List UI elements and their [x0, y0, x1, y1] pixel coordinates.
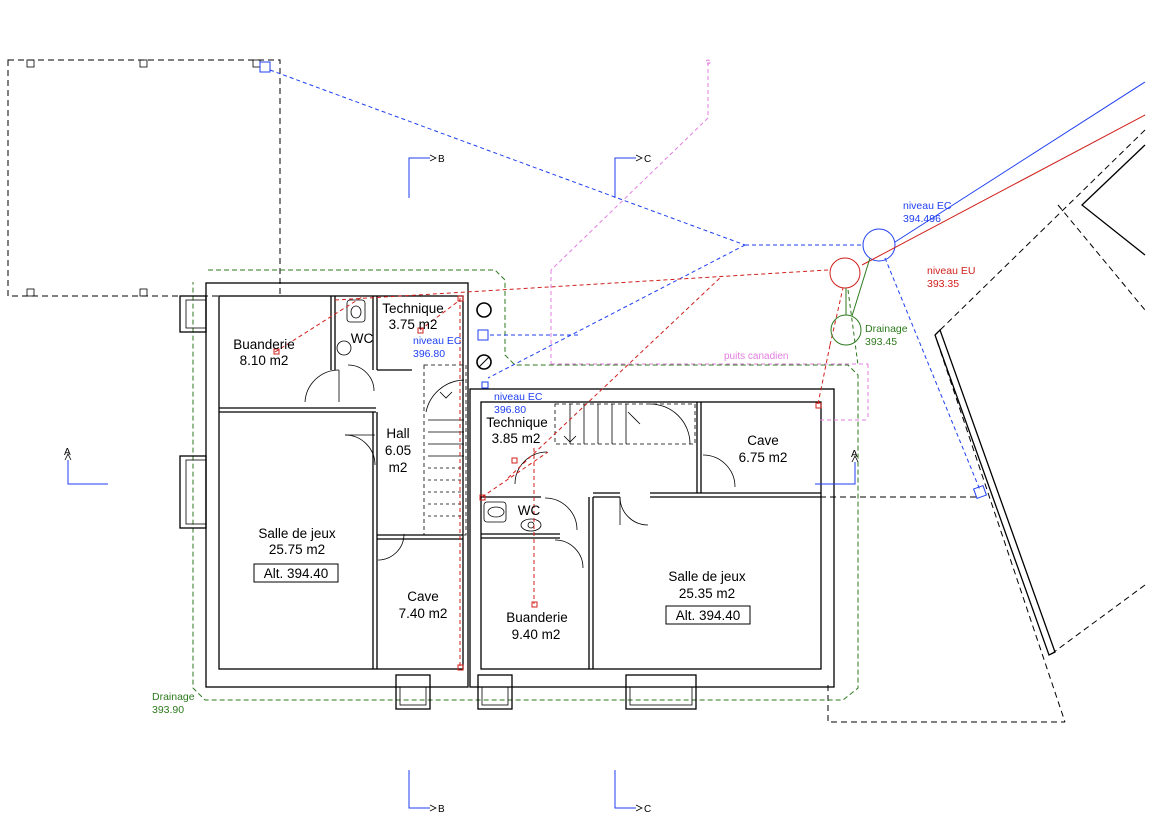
room-area-cave-right: 6.75 m2 [739, 450, 788, 465]
puits-canadien-pink [550, 59, 869, 421]
room-area-technique-right: 3.85 m2 [492, 431, 541, 446]
room-area-hall-value: 6.05 [385, 443, 411, 458]
pipe-endpoints [476, 302, 492, 370]
dashed-terrace-outline [7, 59, 281, 297]
drainage-chamber-value: 393.45 [865, 336, 897, 348]
section-c-top-label: C [644, 154, 651, 165]
niveau-ec-right-label: niveau EC [494, 391, 543, 403]
room-name-cave-right: Cave [747, 433, 779, 448]
room-area-salle-left: 25.75 m2 [269, 542, 325, 557]
room-name-cave-left: Cave [407, 589, 439, 604]
room-name-hall: Hall [386, 426, 409, 441]
room-name-salle-right: Salle de jeux [668, 569, 746, 584]
room-area-buanderie-left: 8.10 m2 [240, 353, 289, 368]
drainage-perimeter-value: 393.90 [152, 704, 184, 716]
alt-box-left [253, 563, 339, 583]
niveau-ec-right-value: 396.80 [494, 404, 526, 416]
drainage-perimeter-label: Drainage [152, 691, 195, 703]
section-b-top-label: B [438, 154, 445, 165]
niveau-ec-left-label: niveau EC [413, 335, 462, 347]
section-b-bottom-label: B [438, 804, 445, 815]
room-area-hall-unit: m2 [389, 460, 408, 475]
room-area-cave-left: 7.40 m2 [399, 606, 448, 621]
drainage-perimeter [192, 269, 859, 701]
section-c-bottom-label: C [644, 804, 651, 815]
room-name-buanderie-left: Buanderie [233, 337, 295, 352]
section-markers [67, 157, 856, 809]
alt-label-left: Alt. 394.40 [264, 566, 329, 581]
niveau-eu-main-label: niveau EU [927, 265, 975, 277]
room-name-technique-left: Technique [382, 301, 444, 316]
section-a-left-label: A [64, 447, 71, 458]
puits-canadien-label: puits canadien [724, 351, 789, 362]
niveau-eu-main-value: 393.35 [927, 278, 959, 290]
room-name-wc-left: WC [351, 331, 374, 346]
sanitary-fixtures [336, 299, 542, 532]
eu-network-red [273, 114, 1146, 671]
room-area-buanderie-right: 9.40 m2 [512, 627, 561, 642]
room-area-salle-right: 25.35 m2 [679, 586, 735, 601]
doors [304, 364, 736, 569]
section-arrowheads [64, 154, 859, 812]
room-area-technique-left: 3.75 m2 [389, 317, 438, 332]
room-name-wc-right: WC [518, 503, 541, 518]
niveau-ec-main-label: niveau EC [903, 200, 952, 212]
room-name-salle-left: Salle de jeux [258, 526, 336, 541]
niveau-ec-left-value: 396.80 [413, 348, 445, 360]
alt-box-right [665, 605, 751, 625]
stairs [423, 364, 696, 536]
section-a-right-label: A [851, 449, 858, 460]
alt-label-right: Alt. 394.40 [676, 608, 741, 623]
drainage-chamber-label: Drainage [865, 323, 908, 335]
room-name-buanderie-right: Buanderie [506, 610, 568, 625]
ec-network-blue [269, 69, 1146, 500]
neighbour-outline [820, 129, 1146, 723]
drainage-network-green [830, 257, 871, 346]
niveau-ec-main-value: 394.496 [903, 213, 941, 225]
room-name-technique-right: Technique [486, 415, 548, 430]
